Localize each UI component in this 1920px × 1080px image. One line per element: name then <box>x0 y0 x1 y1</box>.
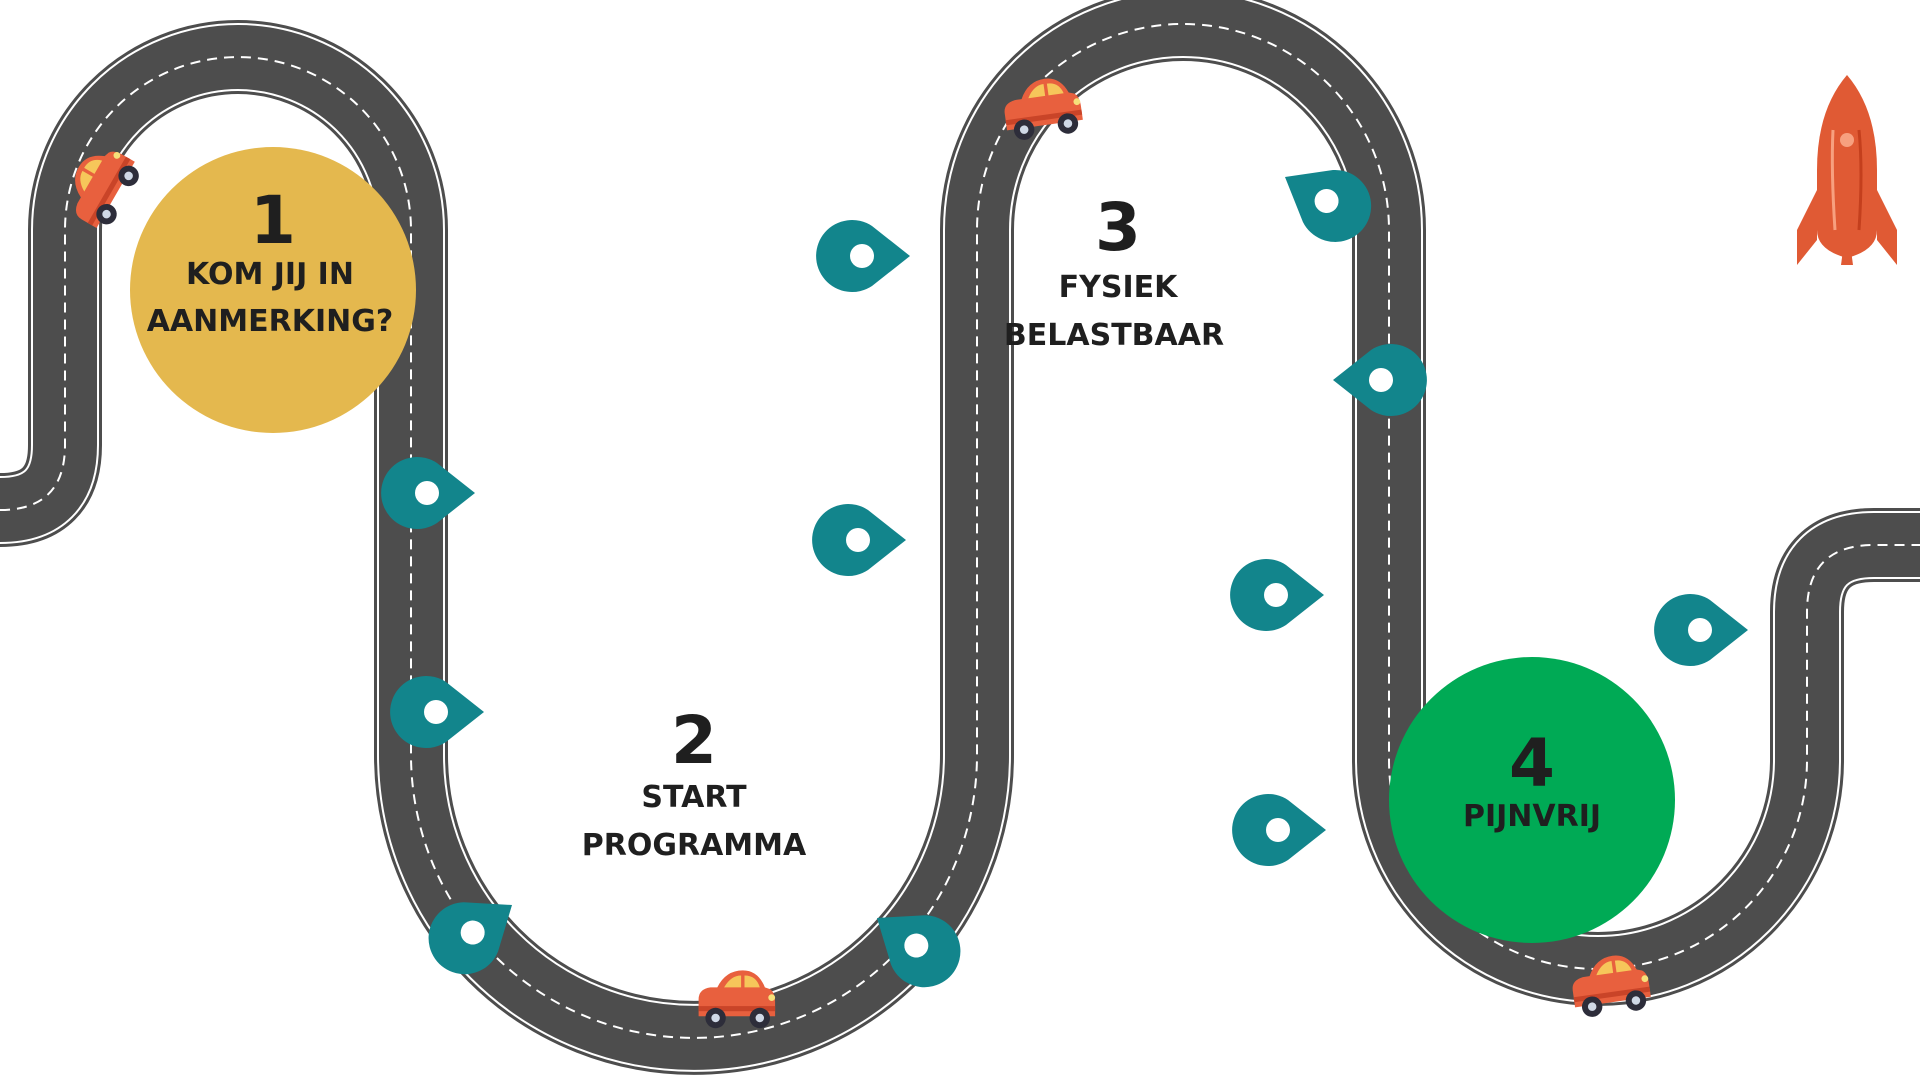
rocket-icon <box>1797 75 1897 265</box>
step-4-circle <box>1389 657 1675 943</box>
step-4-number: 4 <box>1509 725 1555 802</box>
step-2-label-line-2: PROGRAMMA <box>582 828 807 863</box>
step-3-number: 3 <box>1095 189 1141 266</box>
step-1-circle <box>130 147 416 433</box>
step-3-label-line-2: BELASTBAAR <box>1004 318 1224 353</box>
step-1: 1 KOM JIJ IN AANMERKING? <box>147 182 394 339</box>
step-2-number: 2 <box>671 702 717 779</box>
map-pin-icon <box>1230 559 1324 631</box>
map-pin-icon <box>812 504 906 576</box>
step-1-label-line-2: AANMERKING? <box>147 304 394 339</box>
step-1-label-line-1: KOM JIJ IN <box>186 257 354 292</box>
step-2-label-line-1: START <box>641 780 747 815</box>
step-3: 3 FYSIEK BELASTBAAR <box>1004 189 1224 353</box>
step-2: 2 START PROGRAMMA <box>582 702 807 863</box>
map-pin-icon <box>390 676 484 748</box>
map-pin-icon <box>1333 344 1427 416</box>
map-pin-icon <box>381 457 475 529</box>
map-pin-icon <box>816 220 910 292</box>
step-3-label-line-1: FYSIEK <box>1059 270 1179 305</box>
map-pin-icon <box>1654 594 1748 666</box>
step-4-label-line-1: PIJNVRIJ <box>1463 799 1601 834</box>
road-center-dashes <box>0 23 1920 1039</box>
map-pin-icon <box>1232 794 1326 866</box>
step-1-number: 1 <box>250 182 296 259</box>
step-4: 4 PIJNVRIJ <box>1463 725 1601 834</box>
